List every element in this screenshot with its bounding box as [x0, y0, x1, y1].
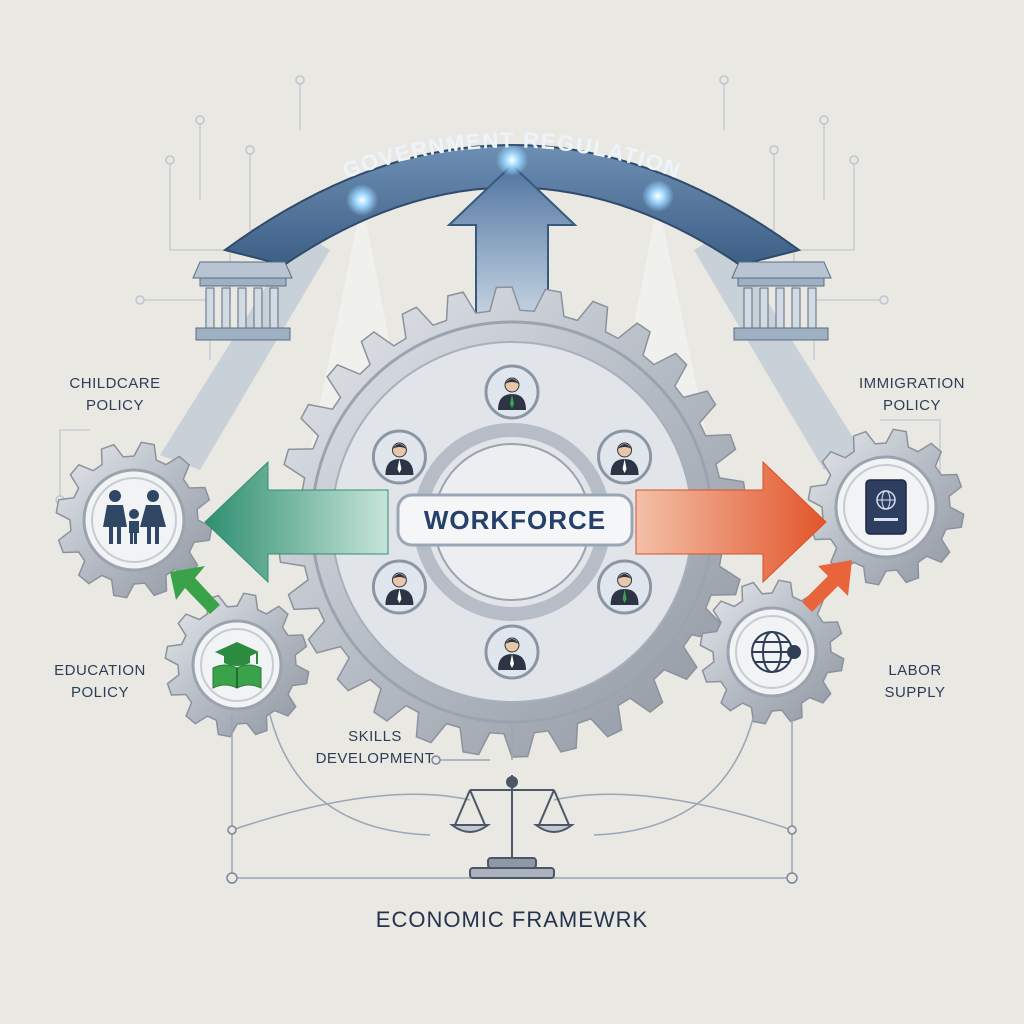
education-policy-label: EDUCATION POLICY [54, 662, 146, 701]
circuit-nodes [55, 75, 945, 505]
scales-of-justice-icon [449, 775, 575, 879]
connector-arrows [160, 232, 864, 470]
person-avatar-icon [484, 624, 540, 680]
passport-icon [865, 479, 907, 535]
person-avatar-icon [597, 559, 653, 615]
childcare-gear-hub [82, 468, 186, 572]
green-arrow [170, 566, 220, 614]
bottom-nodes [226, 755, 798, 884]
labor-supply-label: LABOR SUPPLY [884, 662, 946, 701]
glow-lights [346, 144, 674, 216]
immigration-gear-hub-ring [843, 464, 929, 550]
bottom-wiring [231, 714, 793, 879]
orange-arrow [802, 560, 852, 612]
people-layer [371, 364, 653, 680]
immigration-policy-label: IMMIGRATION POLICY [858, 375, 966, 414]
childcare-gear [55, 441, 213, 599]
graduation-book-icon [212, 642, 262, 689]
globe-icon [751, 631, 801, 673]
workforce-label: WORKFORCE [423, 505, 607, 535]
education-gear-hub-ring [200, 628, 274, 702]
childcare-policy-label: CHILDCARE POLICY [69, 375, 161, 414]
footer-title: ECONOMIC FRAMEWRK [375, 907, 649, 932]
person-avatar-icon [597, 429, 653, 485]
person-avatar-icon [371, 559, 427, 615]
family-icon [103, 490, 166, 544]
courthouse-icon [192, 261, 293, 341]
skills-development-label: SKILLS DEVELOPMENT [315, 728, 435, 767]
workforce-box [396, 493, 634, 547]
labor-gear-hub-ring [735, 615, 809, 689]
left-arrow [204, 460, 389, 584]
right-arrow [635, 460, 827, 584]
person-avatar-icon [484, 364, 540, 420]
courthouse-icon [731, 261, 832, 341]
person-avatar-icon [371, 429, 427, 485]
childcare-gear-hub-ring [91, 477, 177, 563]
